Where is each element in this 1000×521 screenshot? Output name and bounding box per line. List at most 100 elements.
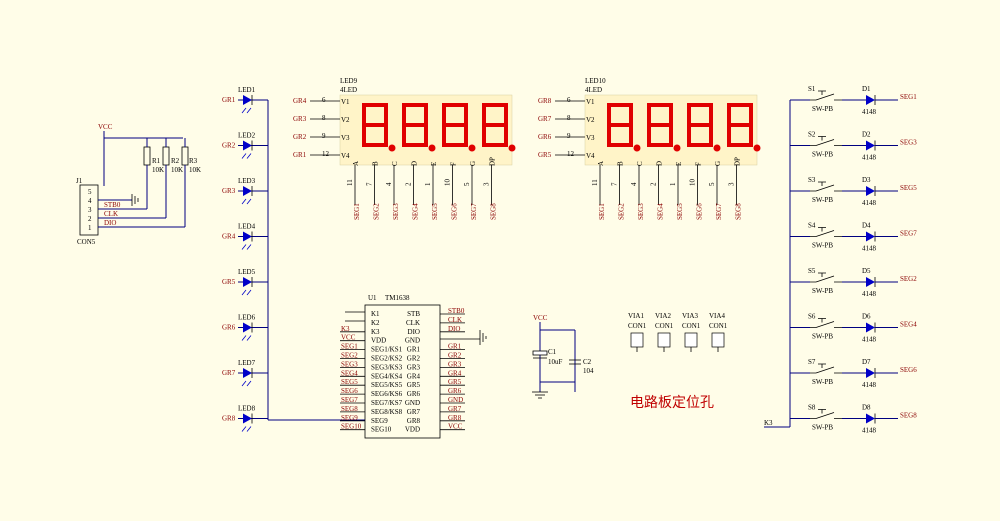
led-7-icon[interactable] (243, 368, 252, 378)
led-4-icon[interactable] (243, 231, 252, 242)
diode-7-icon[interactable] (866, 368, 875, 378)
led-3-emit-icon (241, 198, 252, 205)
tm1638-right-pin-1: CLK (406, 319, 420, 327)
switch-1-icon[interactable] (810, 90, 842, 101)
display-1-digit-1-dp (428, 144, 436, 152)
tm1638-right-pin-6: GR3 (407, 363, 421, 371)
j1-pin-3: 3 (88, 206, 92, 214)
tm1638-right-pin-3: GND (405, 337, 420, 345)
tm1638-right-pin-10: GND (405, 399, 420, 407)
c2-val: 104 (583, 367, 594, 375)
tm1638-left-pin-9: SEG6/KS6 (371, 390, 403, 398)
tm1638-right-net-10: GND (448, 396, 463, 404)
via-2-pad[interactable] (657, 332, 671, 348)
diode-4-icon[interactable] (866, 231, 875, 242)
switch-net-6: SEG4 (900, 321, 917, 329)
display-1-ref: LED9 (340, 77, 358, 85)
display-2-pin-1: 1 (669, 182, 677, 186)
tm1638-right-net-11: GR7 (448, 405, 462, 413)
via-1-pad[interactable] (630, 332, 644, 348)
diode-5-ref: D5 (862, 267, 871, 275)
led-6-icon[interactable] (243, 322, 252, 333)
switch-6-type: SW-PB (812, 333, 833, 341)
r2-resistor[interactable] (162, 146, 170, 166)
diode-6-icon[interactable] (866, 322, 875, 333)
diode-8-icon[interactable] (866, 413, 875, 424)
led-3-icon[interactable] (243, 186, 252, 196)
led-net-GR2: GR2 (222, 142, 236, 150)
display-2-seg-letter-2: C (636, 161, 644, 166)
display-1-digit-label-2: V3 (341, 134, 350, 142)
diode-2-icon[interactable] (866, 140, 875, 151)
switch-5-type: SW-PB (812, 287, 833, 295)
u1-name: TM1638 (385, 294, 410, 302)
diode-1-icon[interactable] (866, 95, 875, 105)
tm1638-left-pin-11: SEG8/KS8 (371, 408, 403, 416)
switch-3-icon[interactable] (810, 181, 842, 192)
switch-net-7: SEG6 (900, 366, 917, 374)
r3-resistor[interactable] (181, 146, 189, 166)
led-8-icon[interactable] (243, 413, 252, 424)
display-2-pin-11: 11 (591, 179, 599, 186)
tm1638-right-net-4: GR1 (448, 343, 462, 351)
c1-ref: C1 (548, 348, 557, 356)
tm1638-right-net-0: STB0 (448, 307, 465, 315)
switch-8-icon[interactable] (810, 409, 842, 419)
diode-7-type: 4148 (862, 381, 877, 389)
via-3-ref: VIA3 (682, 312, 698, 320)
via-4-pad[interactable] (711, 332, 725, 348)
led-2-icon[interactable] (243, 140, 252, 151)
switch-5-ref: S5 (808, 267, 816, 275)
led-net-GR6: GR6 (222, 324, 236, 332)
via-3-pad[interactable] (684, 332, 698, 348)
via-1-ref: VIA1 (628, 312, 644, 320)
display-1-input-pin-2: 9 (322, 132, 326, 140)
via-2-ref: VIA2 (655, 312, 671, 320)
tm1638-right-pin-4: GR1 (407, 346, 421, 354)
j1-net-clk: CLK (104, 210, 118, 218)
display-2-digit-2-seg-b (709, 103, 713, 125)
switch-4-ref: S4 (808, 222, 816, 230)
display-2-digit-2-seg-c (709, 125, 713, 147)
display-2-seg-net-3: SEG4 (657, 203, 665, 220)
display-1-pin-4: 4 (385, 182, 393, 186)
display-2-seg-letter-5: F (695, 162, 703, 166)
switch-6-icon[interactable] (810, 318, 842, 328)
diode-5-icon[interactable] (866, 277, 875, 287)
tm1638-chip[interactable] (364, 304, 441, 439)
led-1-icon[interactable] (243, 95, 252, 105)
tm1638-left-pin-8: SEG5/KS5 (371, 381, 403, 389)
display-1-input-pin-0: 6 (322, 96, 326, 104)
tm1638-left-net-3: VCC (341, 334, 356, 342)
display-2-input-pin-2: 9 (567, 132, 571, 140)
tm1638-left-pin-0: K1 (371, 310, 380, 318)
display-1-digit-3-seg-a (482, 103, 508, 107)
tm1638-right-net-9: GR6 (448, 387, 462, 395)
j1-connector[interactable] (79, 184, 99, 236)
display-1-input-net-1: GR3 (293, 115, 307, 123)
display-2-digit-2-seg-a (687, 103, 713, 107)
led-ref-4: LED4 (238, 223, 256, 231)
led-8-emit-icon (241, 426, 252, 432)
r1-resistor[interactable] (143, 146, 151, 166)
display-1-digit-1-seg-f (402, 103, 406, 125)
switch-5-icon[interactable] (810, 272, 842, 283)
switch-7-icon[interactable] (810, 363, 842, 374)
mount-hole-note: 电路板定位孔 (630, 395, 714, 411)
display-2-seg-net-1: SEG2 (618, 203, 626, 220)
led-5-icon[interactable] (243, 277, 252, 287)
led-4-emit-icon (241, 244, 252, 250)
display-2-digit-3-seg-f (727, 103, 731, 125)
diode-3-icon[interactable] (866, 186, 875, 196)
tm1638-left-net-4: SEG1 (341, 343, 358, 351)
switch-2-icon[interactable] (810, 136, 842, 146)
display-1-seg-net-5: SEG6 (451, 203, 459, 220)
switch-4-icon[interactable] (810, 227, 842, 237)
c1-capacitor[interactable] (532, 350, 548, 356)
display-2-ref: LED10 (585, 77, 606, 85)
display-2-input-pin-3: 12 (567, 150, 575, 158)
display-2-digit-1-seg-b (669, 103, 673, 125)
display-1-digit-0-seg-b (384, 103, 388, 125)
switch-net-3: SEG5 (900, 184, 917, 192)
tm1638-right-net-12: GR8 (448, 414, 462, 422)
